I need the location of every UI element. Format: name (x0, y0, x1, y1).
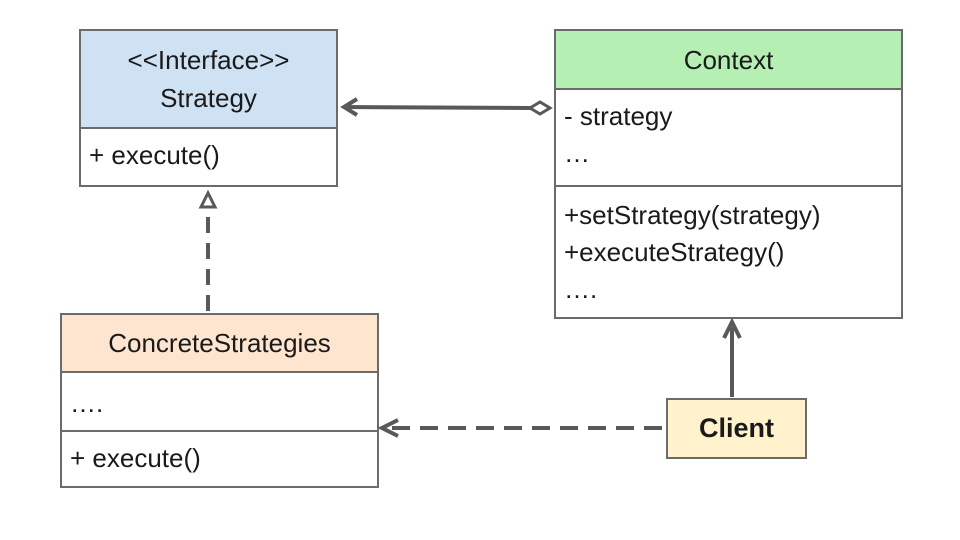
context-operation: +executeStrategy() (564, 237, 785, 267)
aggregation-diamond (527, 100, 553, 116)
realization-arrowhead (198, 189, 218, 209)
client-box: Client (666, 398, 807, 459)
concrete-strategies-name: ConcreteStrategies (108, 328, 331, 358)
concrete-strategies-attribute: …. (70, 388, 104, 418)
strategy-operations: + execute() (81, 129, 336, 185)
strategy-name: Strategy (160, 83, 257, 113)
concrete-strategies-attributes: …. (62, 373, 377, 432)
strategy-class-box: <<Interface>> Strategy + execute() (79, 29, 338, 187)
concrete-strategies-class-box: ConcreteStrategies …. + execute() (60, 313, 379, 488)
strategy-operation: + execute() (89, 140, 220, 170)
aggregation-line (343, 105, 532, 110)
concrete-strategies-header: ConcreteStrategies (62, 315, 377, 373)
strategy-stereotype: <<Interface>> (127, 45, 290, 75)
context-operation: +setStrategy(strategy) (564, 200, 821, 230)
realization-connector (198, 189, 218, 311)
context-attribute: … (564, 138, 590, 168)
dependency-connector (377, 418, 662, 438)
aggregation-connector (340, 97, 553, 117)
context-attributes: - strategy … (556, 90, 901, 187)
context-name: Context (683, 44, 774, 75)
strategy-header: <<Interface>> Strategy (81, 31, 336, 129)
context-header: Context (556, 31, 901, 90)
context-attribute: - strategy (564, 101, 673, 131)
aggregation-arrowhead (340, 97, 359, 117)
context-operations: +setStrategy(strategy) +executeStrategy(… (556, 187, 901, 317)
client-name: Client (698, 413, 774, 443)
context-class-box: Context - strategy … +setStrategy(strate… (554, 29, 903, 319)
context-operation: …. (564, 274, 598, 304)
association-connector (722, 317, 742, 397)
concrete-strategies-operation: + execute() (70, 443, 201, 473)
dependency-arrowhead (377, 418, 399, 438)
association-arrowhead (722, 317, 742, 339)
concrete-strategies-operations: + execute() (62, 432, 377, 486)
